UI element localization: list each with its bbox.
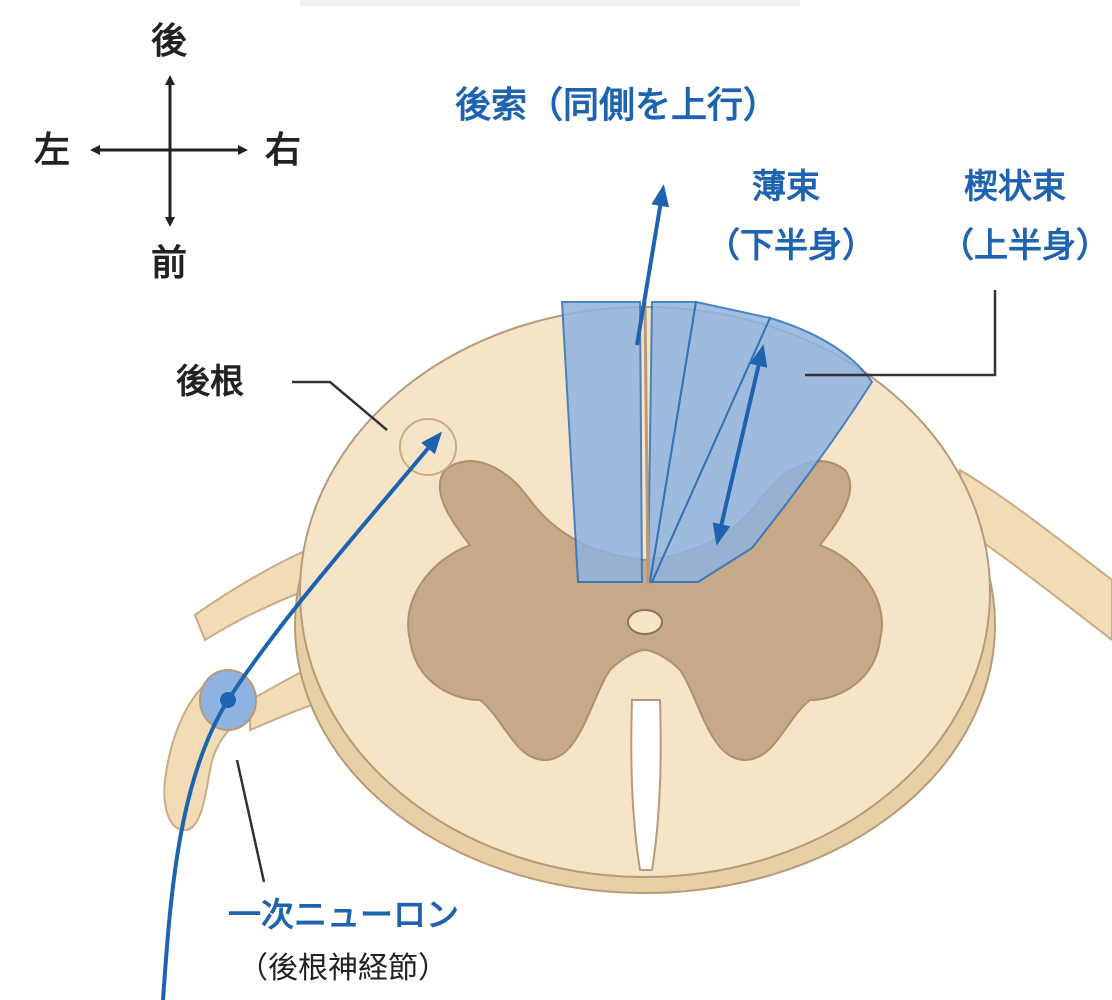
- compass-right-label: 右: [265, 133, 301, 169]
- compass-arrows: [95, 80, 243, 222]
- compass-left-label: 左: [34, 133, 70, 169]
- compass-posterior-label: 後: [151, 24, 187, 60]
- cuneate-name: 楔状束: [964, 170, 1066, 204]
- dorsal-column-title: 後索（同側を上行）: [455, 88, 779, 124]
- gracile-name: 薄束: [752, 170, 820, 204]
- primary-neuron-label: 一次ニューロン: [228, 898, 459, 931]
- top-band: [300, 0, 800, 6]
- gracile-note: （下半身）: [706, 229, 876, 263]
- cuneate-note: （上半身）: [940, 229, 1110, 263]
- ganglion-cell-body: [220, 692, 236, 708]
- compass-anterior-label: 前: [151, 246, 187, 282]
- ganglion-note: （後根神経節）: [238, 954, 448, 984]
- dorsal-root-label: 後根: [176, 365, 244, 399]
